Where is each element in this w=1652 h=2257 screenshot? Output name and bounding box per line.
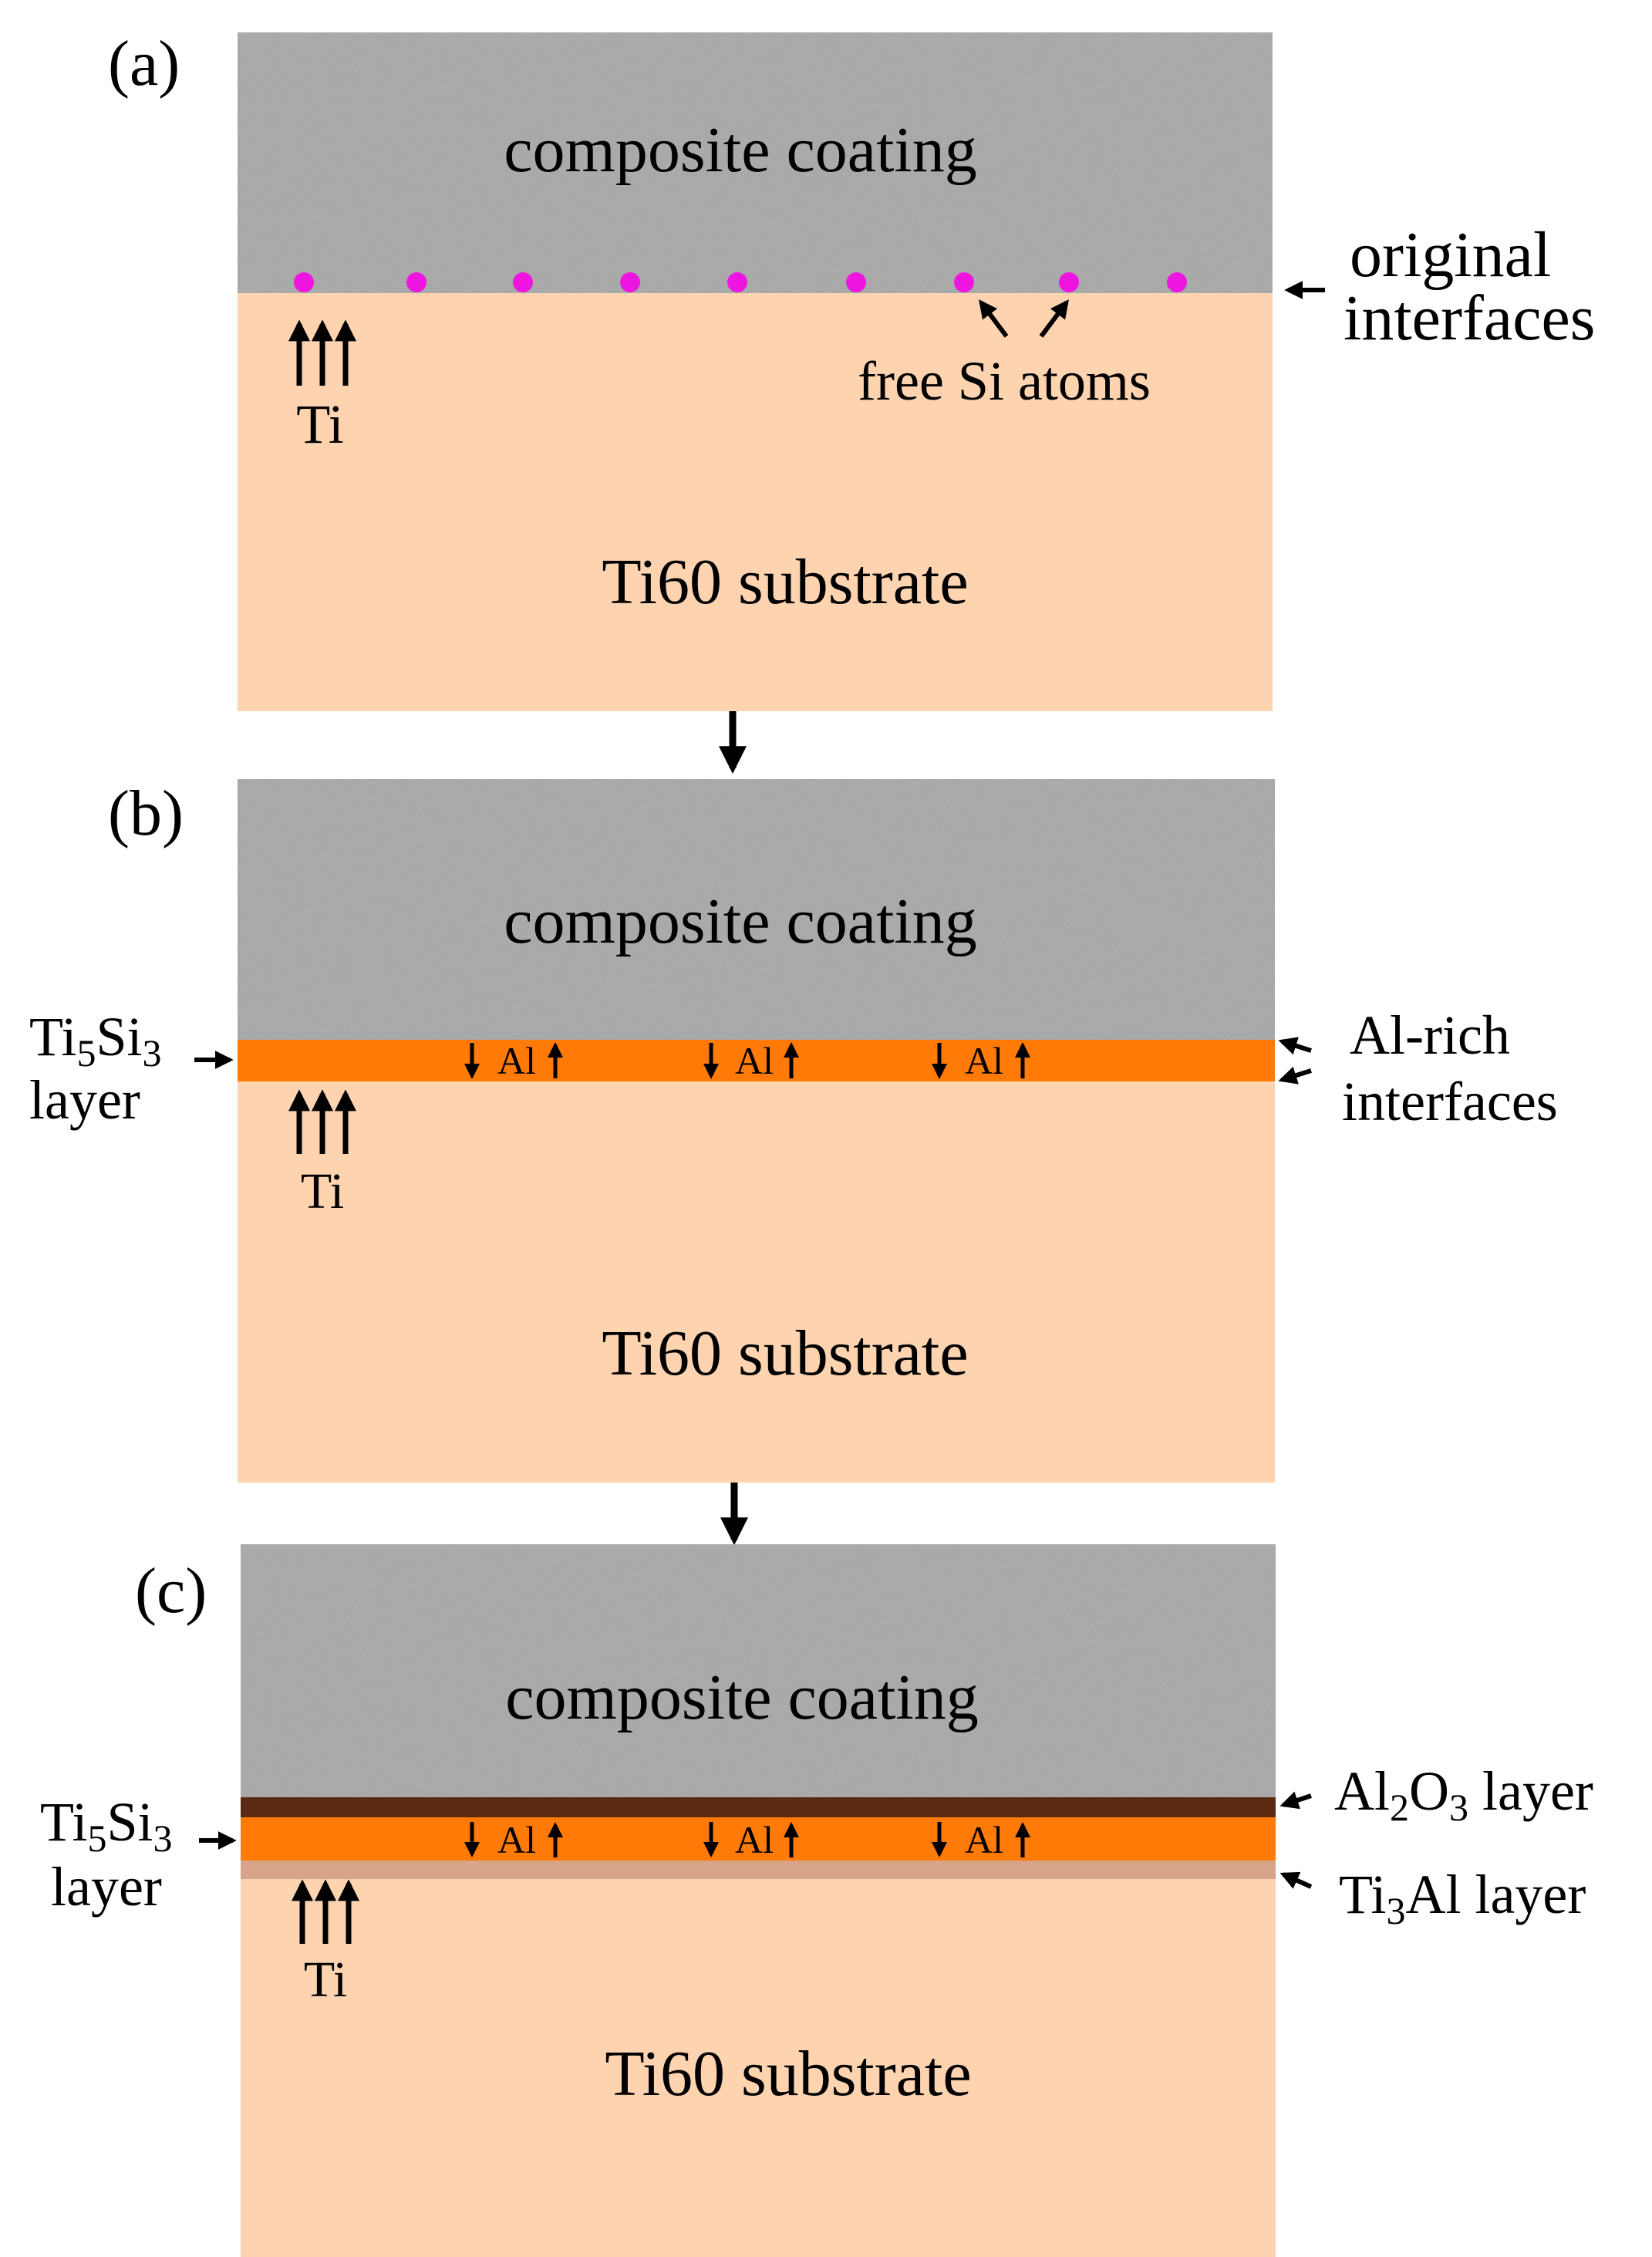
panel-b-substrate-label: Ti60 substrate bbox=[602, 1317, 968, 1389]
si-dot bbox=[406, 272, 426, 292]
panel-c-al2o3-arrow bbox=[1279, 1791, 1312, 1810]
panel-b-al-rich-arrow-bottom bbox=[1278, 1066, 1312, 1085]
si-dot bbox=[846, 272, 866, 292]
panel-a-substrate bbox=[238, 293, 1273, 711]
panel-b-al-rich-arrow-top bbox=[1278, 1037, 1312, 1055]
panel-a: (a) composite coating Ti60 substrate Ti bbox=[108, 28, 1595, 711]
panel-c-al-group-2: Al bbox=[703, 1818, 799, 1861]
panel-a-coating-label: composite coating bbox=[504, 114, 977, 186]
panel-a-coating-grain bbox=[238, 32, 1273, 293]
panel-c-coating-label: composite coating bbox=[505, 1662, 979, 1733]
panel-a-si-dots bbox=[294, 272, 1187, 292]
panel-c-ti3al-label: Ti3Al layer bbox=[1339, 1864, 1586, 1932]
panel-b-ti-label: Ti bbox=[301, 1163, 344, 1220]
panel-a-original-label: original bbox=[1350, 219, 1551, 291]
al-label: Al bbox=[497, 1039, 536, 1082]
al-label: Al bbox=[965, 1039, 1003, 1082]
panel-a-interfaces-label: interfaces bbox=[1344, 282, 1595, 354]
panel-a-ti-label: Ti bbox=[296, 393, 343, 455]
panel-c-label: (c) bbox=[135, 1555, 207, 1627]
panel-b-al-group-2: Al bbox=[703, 1039, 799, 1082]
panel-a-free-si-label: free Si atoms bbox=[858, 350, 1151, 412]
panel-a-substrate-label: Ti60 substrate bbox=[602, 546, 968, 618]
panel-b-layer-label: layer bbox=[29, 1069, 140, 1131]
panel-b-substrate bbox=[238, 1081, 1275, 1483]
si-dot bbox=[294, 272, 314, 292]
panel-b-coating-label: composite coating bbox=[504, 886, 977, 957]
si-dot bbox=[954, 272, 974, 292]
panel-b: (b) composite coating Ti60 substrate Al … bbox=[29, 778, 1558, 1483]
panel-c-al-group-3: Al bbox=[932, 1818, 1030, 1861]
panel-c-ti5si3-label: Ti5Si3 bbox=[40, 1791, 173, 1860]
panel-b-label: (b) bbox=[108, 778, 184, 849]
panel-b-al-rich-label: Al-rich bbox=[1350, 1004, 1510, 1066]
al-label: Al bbox=[735, 1818, 774, 1861]
panel-c-al2o3-label: Al2O3 layer bbox=[1334, 1760, 1593, 1829]
panel-c-al2o3-layer bbox=[241, 1797, 1276, 1817]
si-dot bbox=[1167, 272, 1187, 292]
panel-c-coating-grain bbox=[241, 1544, 1276, 1797]
panel-c-ti3al-arrow bbox=[1279, 1871, 1313, 1889]
panel-b-ti5si3-label: Ti5Si3 bbox=[29, 1006, 162, 1075]
panel-b-ti5si3-layer bbox=[238, 1040, 1275, 1081]
panel-c-ti-label: Ti bbox=[304, 1952, 347, 2008]
si-dot bbox=[727, 272, 747, 292]
panel-b-al-group-1: Al bbox=[464, 1039, 563, 1082]
panel-c-substrate-label: Ti60 substrate bbox=[605, 2038, 971, 2110]
panel-c-ti-arrows bbox=[292, 1879, 359, 1944]
panel-a-label: (a) bbox=[108, 28, 180, 100]
panel-b-al-group-3: Al bbox=[932, 1039, 1030, 1082]
panel-c-ti5si3-layer bbox=[241, 1817, 1276, 1861]
panel-b-ti-arrows bbox=[288, 1089, 356, 1154]
al-label: Al bbox=[497, 1818, 536, 1861]
panel-a-ti-arrows bbox=[288, 319, 356, 386]
panel-c: (c) composite coating Ti60 substrate Al … bbox=[40, 1544, 1593, 2257]
si-dot bbox=[1059, 272, 1079, 292]
panel-c-al-group-1: Al bbox=[464, 1818, 563, 1861]
al-label: Al bbox=[965, 1818, 1003, 1861]
panel-c-ti3al-layer bbox=[241, 1861, 1276, 1879]
si-dot bbox=[620, 272, 640, 292]
panel-a-si-pointer-arrows bbox=[979, 299, 1069, 338]
panel-b-interfaces-label: interfaces bbox=[1342, 1071, 1558, 1132]
panel-c-substrate bbox=[241, 1879, 1276, 2257]
panel-c-layer-label: layer bbox=[51, 1856, 162, 1918]
panel-b-coating-grain bbox=[238, 779, 1275, 1040]
si-dot bbox=[513, 272, 533, 292]
al-label: Al bbox=[735, 1039, 774, 1082]
